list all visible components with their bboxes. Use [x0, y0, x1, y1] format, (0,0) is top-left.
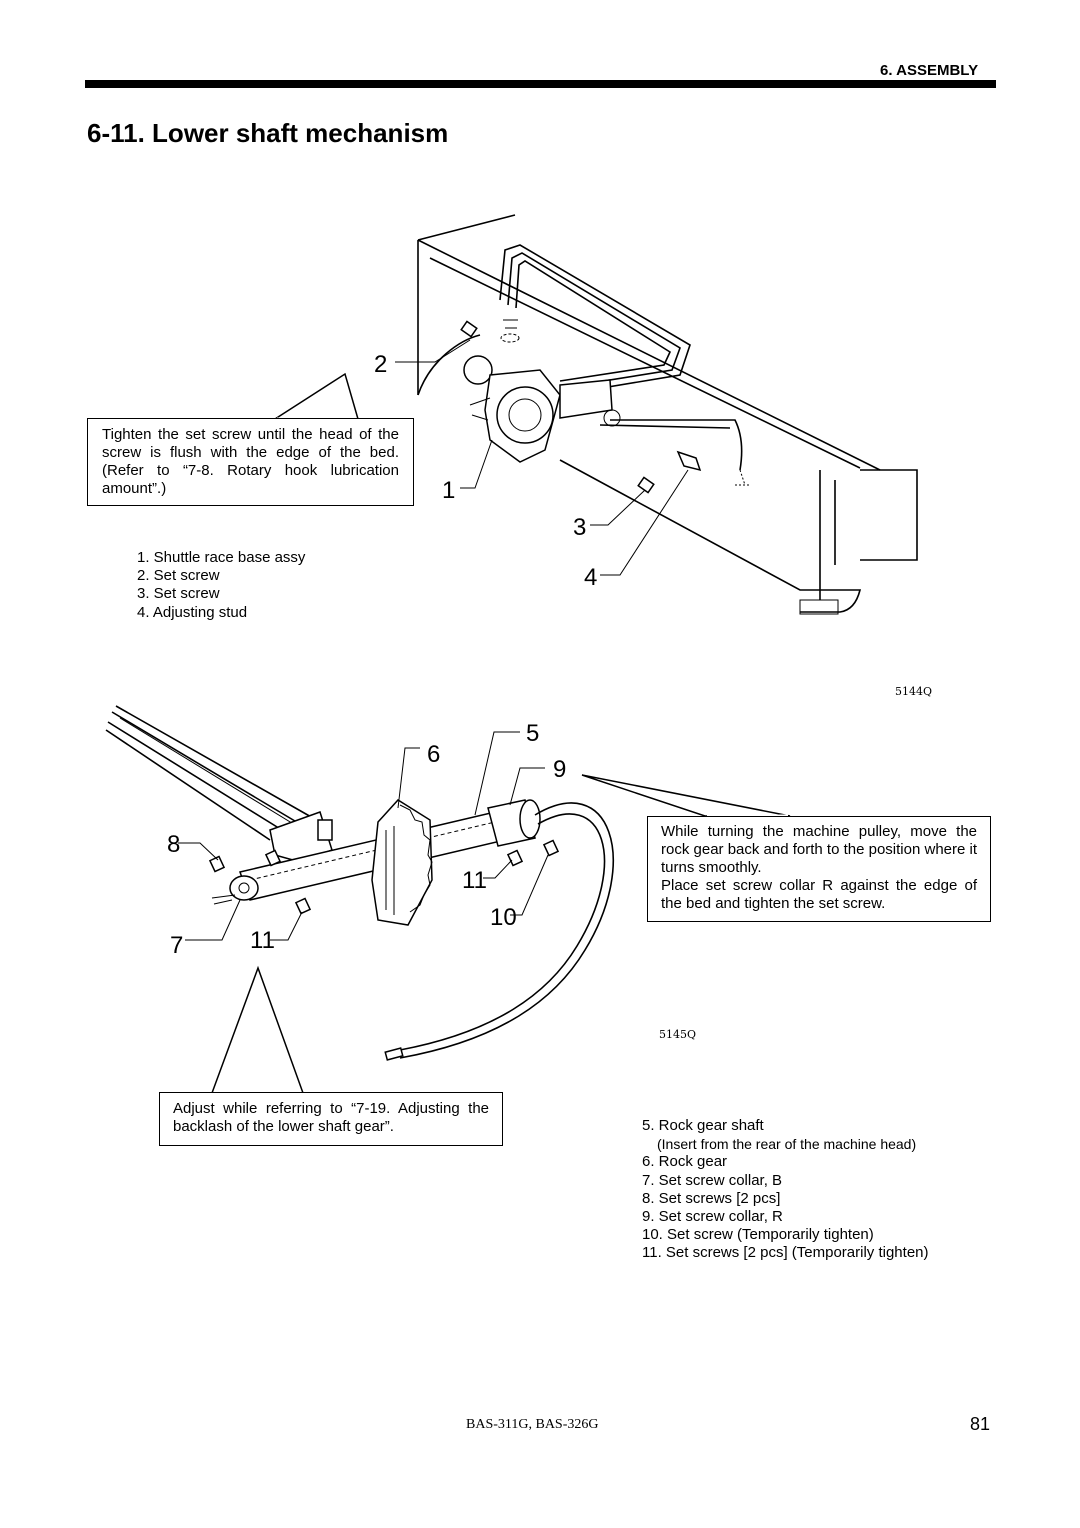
- note-turn-pulley-text-2: Place set screw collar R against the edg…: [661, 877, 977, 912]
- note-backlash: Adjust while referring to “7-19. Adjusti…: [159, 1092, 503, 1146]
- section-header: 6. ASSEMBLY: [880, 62, 979, 79]
- callout-9: 9: [553, 756, 566, 783]
- legend-subnote: (Insert from the rear of the machine hea…: [657, 1136, 917, 1153]
- figure1-drawing: 2 1 3 4: [274, 214, 918, 615]
- callout-8: 8: [167, 831, 180, 858]
- legend-item: 6. Rock gear: [642, 1153, 728, 1171]
- callout-11a: 11: [462, 867, 487, 894]
- legend-item: 3. Set screw: [137, 585, 220, 603]
- note-set-screw: Tighten the set screw until the head of …: [87, 418, 414, 506]
- callout-11b: 11: [250, 927, 275, 954]
- note-turn-pulley: While turning the machine pulley, move t…: [647, 816, 991, 922]
- note-turn-pulley-text-1: While turning the machine pulley, move t…: [661, 823, 978, 876]
- legend-item: 7. Set screw collar, B: [642, 1171, 783, 1189]
- legend-item: 1. Shuttle race base assy: [137, 549, 306, 566]
- legend-item: 9. Set screw collar, R: [642, 1208, 783, 1226]
- note-backlash-text: Adjust while referring to “7-19. Adjusti…: [173, 1100, 489, 1135]
- figure1-legend: 1. Shuttle race base assy 2. Set screw 3…: [137, 549, 305, 622]
- page-number: 81: [970, 1414, 991, 1434]
- callout-6: 6: [427, 741, 440, 768]
- header-rule: [85, 80, 996, 88]
- figure2-code: 5145Q: [659, 1028, 697, 1041]
- legend-item: 4. Adjusting stud: [137, 603, 248, 621]
- legend-item: 5. Rock gear shaft: [642, 1117, 764, 1134]
- legend-item: 10. Set screw (Temporarily tighten): [642, 1226, 874, 1244]
- callout-1: 1: [442, 477, 455, 504]
- callout-10: 10: [490, 904, 517, 931]
- footer-model: BAS-311G, BAS-326G: [466, 1417, 599, 1432]
- figure1-code: 5144Q: [895, 685, 933, 698]
- figure2-legend: 5. Rock gear shaft (Insert from the rear…: [642, 1117, 929, 1263]
- legend-item: 2. Set screw: [137, 567, 220, 585]
- callout-5: 5: [526, 720, 539, 747]
- legend-item: 8. Set screws [2 pcs]: [642, 1189, 781, 1207]
- note-set-screw-text: Tighten the set screw until the head of …: [102, 426, 399, 497]
- callout-3: 3: [573, 514, 586, 541]
- figure2-drawing: 5 6 8 9 11 10 7 11: [105, 705, 791, 1095]
- callout-2: 2: [374, 351, 387, 378]
- callout-4: 4: [584, 564, 597, 591]
- callout-7: 7: [170, 932, 183, 959]
- page-title: 6-11. Lower shaft mechanism: [87, 118, 449, 148]
- legend-item: 11. Set screws [2 pcs] (Temporarily tigh…: [642, 1244, 929, 1262]
